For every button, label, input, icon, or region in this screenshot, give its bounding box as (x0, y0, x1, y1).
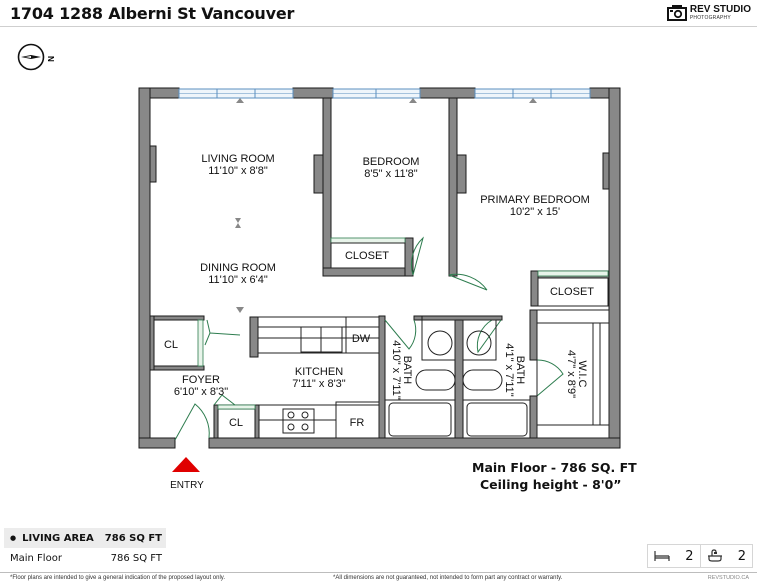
room-dims-foyer: 6'10" x 8'3" (174, 386, 228, 398)
room-label-bath-1: BATH (401, 356, 413, 385)
room-label-bedroom: BEDROOM (363, 156, 420, 168)
room-dims-kitchen: 7'11" x 8'3" (292, 378, 345, 390)
interior-walls (149, 97, 610, 439)
area-table-header: LIVING AREA 786 SQ FT (4, 528, 166, 548)
room-label-dining: DINING ROOM (200, 262, 276, 274)
bathroom-fixtures (385, 319, 530, 437)
bathtub-icon (707, 549, 722, 562)
room-counts: 2 2 (647, 544, 753, 568)
door-swings (174, 236, 564, 441)
footer-divider (0, 572, 757, 573)
room-label-foyer: FOYER (182, 374, 220, 386)
wic-shelves (536, 309, 610, 439)
windows (178, 88, 591, 99)
kitchen-fixtures (258, 316, 380, 439)
closet-label-foyer: CL (164, 339, 178, 351)
room-label-wic: W.I.C (576, 361, 588, 388)
bathroom-count-value: 2 (737, 548, 746, 564)
closet-label-kitchen: CL (229, 417, 243, 429)
entry-arrow-icon (172, 457, 200, 472)
room-dims-wic: 4'7" x 8'9" (565, 350, 577, 398)
bed-icon (654, 551, 670, 561)
room-label-living: LIVING ROOM (201, 153, 274, 165)
dishwasher-label: DW (352, 333, 371, 345)
page-title: 1704 1288 Alberni St Vancouver (10, 4, 295, 23)
dimensions-disclaimer: *All dimensions are not guaranteed, not … (333, 575, 563, 581)
fridge-label: FR (350, 417, 365, 429)
floor-summary: Main Floor - 786 SQ. FT Ceiling height -… (472, 459, 637, 493)
area-table-row: Main Floor 786 SQ FT (4, 548, 166, 568)
room-label-bath-2: BATH (514, 356, 526, 385)
room-label-primary: PRIMARY BEDROOM (480, 194, 590, 206)
camera-icon (666, 5, 687, 21)
fixture-labels: CLOSET CLOSET CL CL DW FR (164, 250, 594, 429)
floor-area-text: Main Floor - 786 SQ. FT (472, 460, 637, 475)
bedroom-count-value: 2 (685, 548, 694, 564)
room-dims-bath-1: 4'10" x 7'11" (390, 340, 402, 400)
footer-website: REVSTUDIO.CA (707, 575, 749, 581)
room-dims-living: 11'10" x 8'8" (208, 165, 268, 177)
room-dims-bedroom: 8'5" x 11'8" (364, 168, 417, 180)
living-area-label: LIVING AREA (10, 533, 94, 544)
main-floor-label: Main Floor (10, 552, 62, 564)
header-divider (0, 26, 757, 27)
room-dims-dining: 11'10" x 6'4" (208, 274, 268, 286)
closet-label-primary: CLOSET (550, 286, 594, 298)
brand-name: REV STUDIO (689, 3, 751, 15)
room-labels: LIVING ROOM 11'10" x 8'8" BEDROOM 8'5" x… (174, 153, 590, 400)
room-dims-bath-2: 4'1" x 7'11" (503, 343, 515, 396)
closet-label-bedroom: CLOSET (345, 250, 389, 262)
brand-logo: REV STUDIO PHOTOGRAPHY (666, 3, 751, 21)
area-table: LIVING AREA 786 SQ FT Main Floor 786 SQ … (4, 528, 166, 568)
brand-subtitle: PHOTOGRAPHY (689, 14, 731, 21)
entry-label: ENTRY (170, 480, 204, 491)
room-label-kitchen: KITCHEN (295, 366, 343, 378)
compass-north-label: N (46, 56, 55, 62)
ceiling-height-text: Ceiling height - 8'0” (480, 477, 622, 492)
bathroom-count: 2 (699, 545, 753, 567)
compass-icon: N (17, 43, 55, 71)
bedroom-count: 2 (648, 545, 700, 567)
dimension-markers (235, 98, 537, 313)
closet-doors (197, 237, 609, 410)
living-area-value: 786 SQ FT (104, 532, 162, 544)
room-dims-primary: 10'2" x 15' (510, 206, 560, 218)
floorplan-disclaimer: *Floor plans are intended to give a gene… (10, 575, 226, 581)
main-floor-value: 786 SQ FT (110, 552, 162, 564)
